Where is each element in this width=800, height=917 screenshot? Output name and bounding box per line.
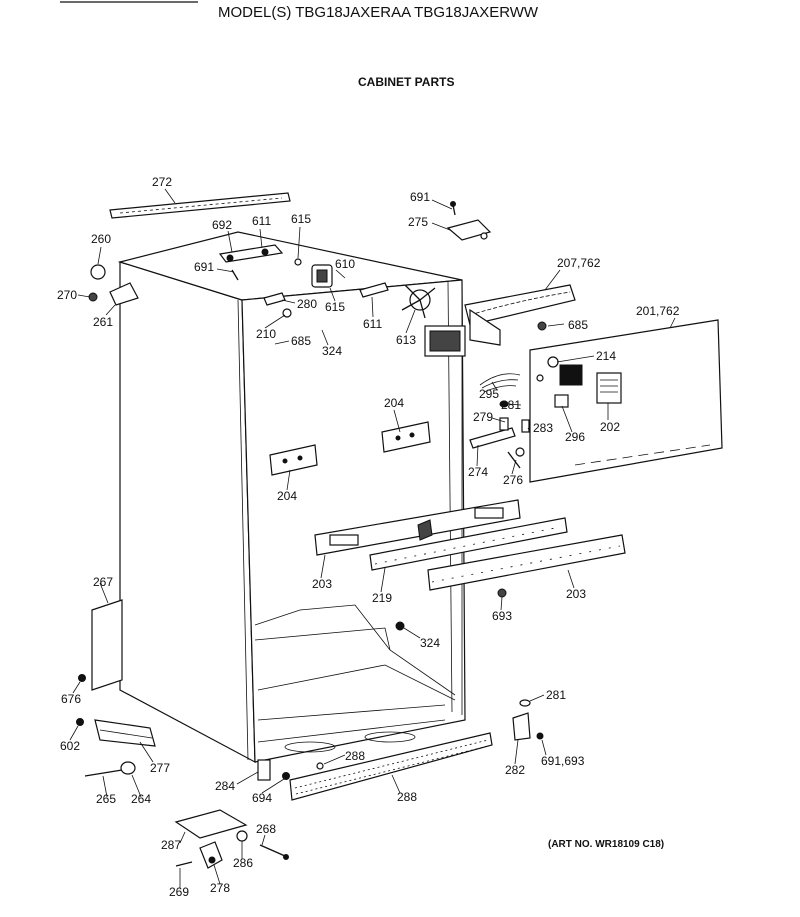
callout-286: 286 — [233, 856, 253, 870]
thermostat-bracket — [469, 417, 530, 469]
shelf-bracket-right — [381, 421, 431, 453]
callout-201-762: 201,762 — [636, 304, 680, 318]
bracket-284 — [257, 759, 290, 781]
bottom-hinge-plate — [174, 809, 248, 839]
callout-270: 270 — [57, 288, 77, 302]
hinge-bracket-assembly — [218, 244, 389, 318]
callout-694: 694 — [252, 791, 272, 805]
callout-207-762: 207,762 — [557, 256, 601, 270]
callout-282: 282 — [505, 763, 525, 777]
evaporator-fan — [401, 284, 466, 357]
callout-214: 214 — [596, 349, 616, 363]
callout-274: 274 — [468, 465, 488, 479]
callout-676: 676 — [61, 692, 81, 706]
callout-611-top: 611 — [252, 214, 271, 228]
callout-219: 219 — [372, 591, 392, 605]
left-hinge-pin — [88, 264, 139, 306]
screw-268 — [259, 844, 289, 860]
callout-203-right: 203 — [566, 587, 586, 601]
callout-280: 280 — [297, 297, 317, 311]
callout-296: 296 — [565, 430, 585, 444]
callout-693: 693 — [492, 609, 512, 623]
art-number: (ART NO. WR18109 C18) — [548, 839, 664, 850]
screw-269 — [175, 861, 193, 867]
wiring-harness — [479, 373, 521, 408]
callout-685-left: 685 — [291, 334, 311, 348]
callout-281-top: 281 — [501, 398, 521, 412]
section-title: CABINET PARTS — [358, 75, 454, 89]
callout-295: 295 — [479, 387, 499, 401]
callout-613: 613 — [396, 333, 416, 347]
screw-693 — [497, 588, 507, 598]
callout-287: 287 — [161, 838, 181, 852]
fan-duct-cover — [464, 284, 576, 346]
callout-281-bottom: 281 — [546, 688, 566, 702]
callout-692: 692 — [212, 218, 232, 232]
lower-rail — [76, 718, 156, 747]
callout-276: 276 — [503, 473, 523, 487]
callout-288-bottom: 288 — [397, 790, 417, 804]
callout-691-mid: 691 — [194, 260, 214, 274]
callout-267: 267 — [93, 575, 113, 589]
shelf-bracket-left — [269, 444, 318, 476]
callout-204-left: 204 — [277, 489, 297, 503]
callout-284: 284 — [215, 779, 235, 793]
roller-bracket-278 — [199, 841, 223, 869]
leader-lines — [69, 188, 676, 888]
callout-611-mid: 611 — [363, 317, 382, 331]
callout-261: 261 — [93, 315, 113, 329]
callout-610: 610 — [335, 257, 355, 271]
callout-210: 210 — [256, 327, 276, 341]
callout-265: 265 — [96, 792, 116, 806]
roller-286 — [236, 830, 248, 842]
plug-lower — [395, 621, 405, 631]
callout-602: 602 — [60, 739, 80, 753]
callout-203-left: 203 — [312, 577, 332, 591]
callout-278: 278 — [210, 881, 230, 895]
door-stop — [512, 699, 544, 741]
mullion-upper — [314, 499, 521, 556]
callout-275: 275 — [408, 215, 428, 229]
callout-279: 279 — [473, 410, 493, 424]
callout-277: 277 — [150, 761, 170, 775]
callout-615-top: 615 — [291, 212, 311, 226]
callout-324-bottom: 324 — [420, 636, 440, 650]
callout-272: 272 — [152, 175, 172, 189]
control-panel — [529, 319, 723, 483]
cabinet-shell — [117, 231, 466, 764]
mullion-divider — [369, 517, 568, 571]
callout-202: 202 — [600, 420, 620, 434]
callout-labels: 272 691 275 692 611 615 260 691 610 207,… — [57, 175, 680, 899]
model-title: MODEL(S) TBG18JAXERAA TBG18JAXERWW — [218, 4, 539, 21]
side-panel — [91, 599, 123, 691]
kick-grille — [289, 732, 493, 801]
callout-324-top: 324 — [322, 344, 342, 358]
callout-268: 268 — [256, 822, 276, 836]
callout-269: 269 — [169, 885, 189, 899]
callout-685-right: 685 — [568, 318, 588, 332]
callout-288-top: 288 — [345, 749, 365, 763]
leveling-pin — [84, 761, 136, 777]
callout-264: 264 — [131, 792, 151, 806]
top-hinge — [446, 201, 492, 241]
callout-615-mid: 615 — [325, 300, 345, 314]
top-trim-strip — [109, 192, 291, 219]
callout-283: 283 — [533, 421, 553, 435]
mullion-lower — [427, 534, 626, 591]
callout-204-right: 204 — [384, 396, 404, 410]
callout-260: 260 — [91, 232, 111, 246]
callout-691-top: 691 — [410, 190, 430, 204]
screw-676 — [78, 674, 86, 682]
callout-691-693: 691,693 — [541, 754, 585, 768]
